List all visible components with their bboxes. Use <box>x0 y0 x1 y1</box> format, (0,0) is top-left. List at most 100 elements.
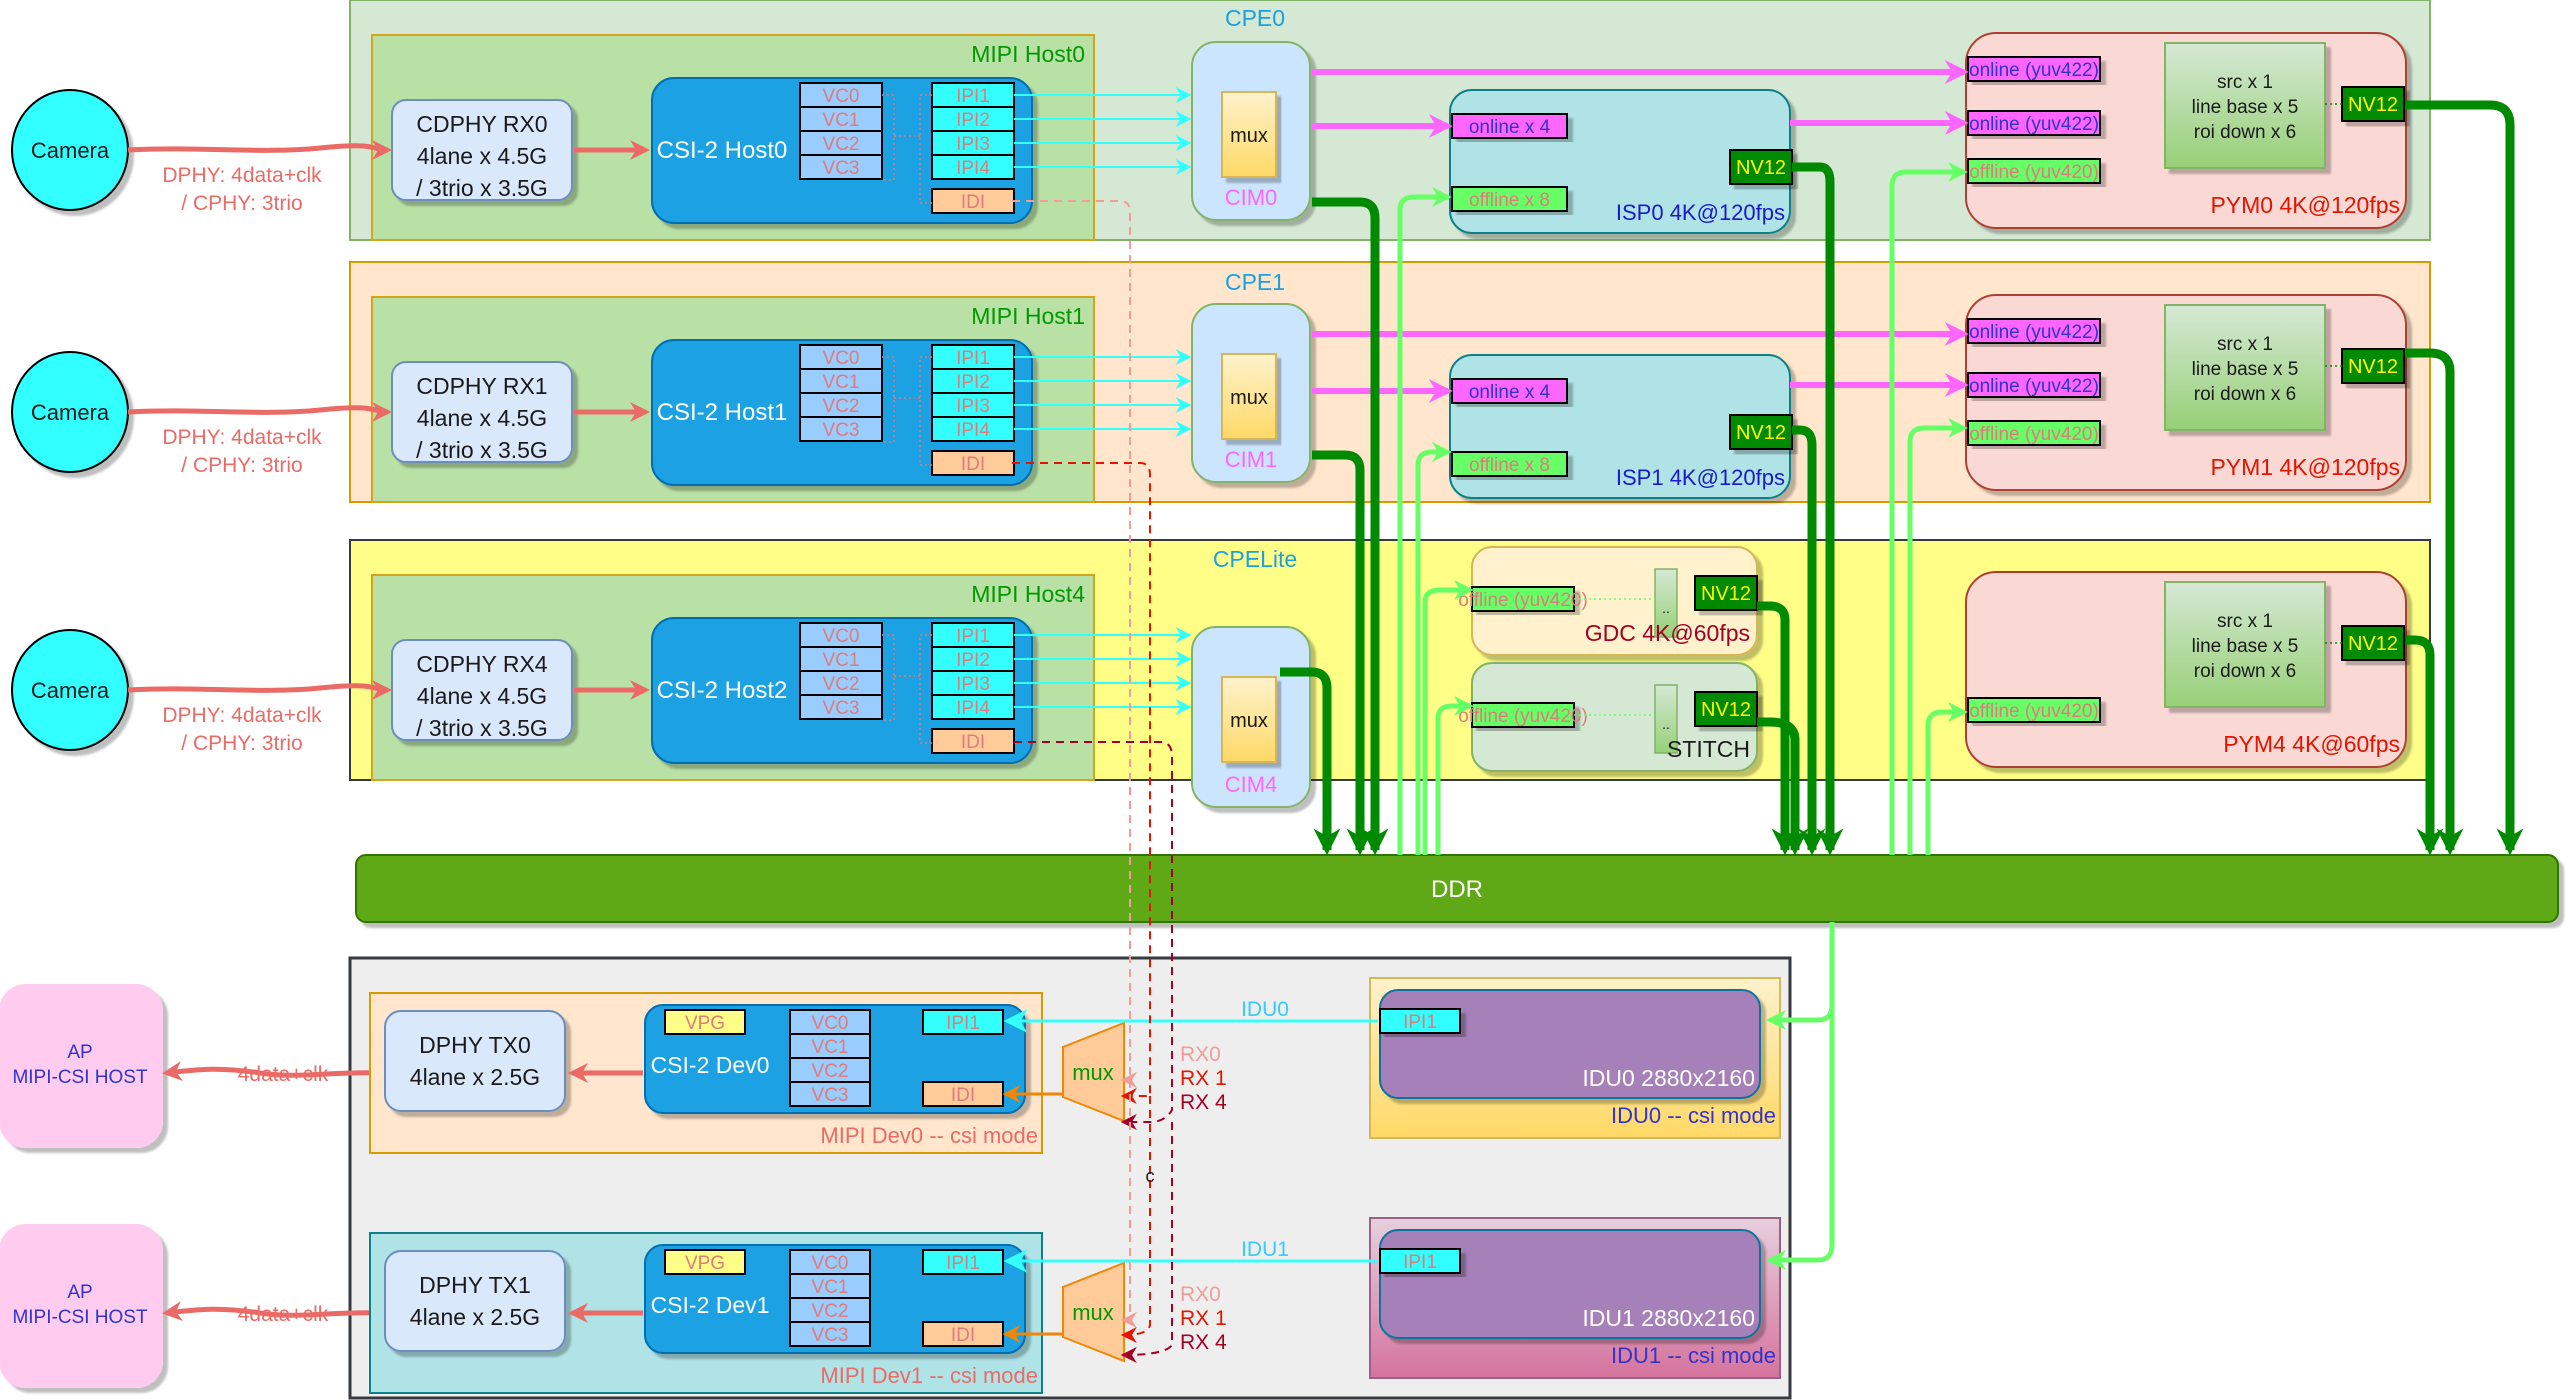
nv12-label: NV12 <box>2348 633 2398 655</box>
link-label: DPHY: 4data+clk <box>162 426 322 449</box>
tx-link-label: 4data+clk <box>238 1063 329 1086</box>
vc-port <box>799 694 883 720</box>
vc-label: VC1 <box>823 110 860 131</box>
cim-mux <box>1221 676 1277 763</box>
cim-label: CIM4 <box>1225 772 1278 797</box>
pym-core-text: roi down x 6 <box>2194 122 2296 143</box>
vpg-port <box>664 1249 746 1275</box>
isp-offline-port <box>1451 186 1568 212</box>
mipi-host-label: MIPI Host1 <box>971 303 1085 329</box>
rx-label: RX 4 <box>1180 1091 1227 1114</box>
pym-online-port-label: online (yuv422) <box>1969 60 2099 81</box>
ap-host-box[interactable] <box>0 1224 163 1388</box>
gdc-offline-port-label: offline (yuv420) <box>1458 590 1588 611</box>
idu-block[interactable] <box>1379 1229 1761 1339</box>
cim1-to-ddr <box>1312 450 1374 856</box>
vc-port <box>799 106 883 132</box>
vc-port <box>789 1273 871 1299</box>
pym-online-port <box>1967 372 2101 398</box>
gdc-offline-port <box>1471 586 1575 612</box>
ddr-label: DDR <box>1431 876 1483 903</box>
nv12-output <box>2341 348 2405 384</box>
vc-label: VC0 <box>823 626 860 647</box>
pym-offline-port-label: offline (yuv420) <box>1969 162 2099 183</box>
ap-host-box[interactable] <box>0 984 163 1148</box>
camera-link-arrow <box>127 401 392 422</box>
pym-core <box>2164 304 2326 431</box>
vc-port <box>799 368 883 394</box>
vc-label: VC3 <box>823 420 860 441</box>
ddr-to-idu1 <box>1766 922 1835 1270</box>
nv12-output <box>1694 691 1758 727</box>
stitch-to-ddr <box>1757 717 1809 856</box>
pym-core-text: line base x 5 <box>2192 97 2299 118</box>
pym0-to-ddr <box>2406 100 2524 856</box>
cdphy-block[interactable] <box>391 639 573 741</box>
gdc-core-label: .. <box>1662 600 1670 616</box>
ipi-label: IPI3 <box>956 396 990 417</box>
camera-link-arrow <box>127 139 392 160</box>
isp-offline-port-label: offline x 8 <box>1469 455 1550 476</box>
vc-label: VC3 <box>823 158 860 179</box>
idi-label: IDI <box>951 1325 975 1346</box>
cdphy-block[interactable] <box>391 99 573 201</box>
pym-online-port-label: online (yuv422) <box>1969 114 2099 135</box>
vc-port <box>789 1321 871 1347</box>
pym4-to-ddr <box>2406 635 2444 856</box>
dphy-tx-text: DPHY TX0 <box>419 1032 531 1058</box>
csi2-host-label: CSI-2 Host1 <box>657 399 788 426</box>
mux-label: mux <box>1230 387 1268 409</box>
cdphy-text: 4lane x 4.5G <box>417 683 547 709</box>
ipi-label: IPI1 <box>946 1013 980 1034</box>
tx-link-arrow <box>162 1061 386 1082</box>
dphy-tx-block[interactable] <box>384 1010 566 1112</box>
pym-label: PYM1 4K@120fps <box>2210 454 2400 480</box>
vc-label: VC3 <box>812 1085 849 1106</box>
stitch-label: STITCH <box>1667 736 1750 762</box>
idu-link-label: IDU0 <box>1241 998 1289 1021</box>
pym-core <box>2164 42 2326 169</box>
ipi-label: IPI1 <box>956 626 990 647</box>
vc-ipi-mapping <box>882 94 932 204</box>
gdc-to-ddr <box>1757 601 1799 856</box>
stitch-core <box>1654 684 1678 754</box>
stitch-core-label: .. <box>1662 716 1670 732</box>
nv12-label: NV12 <box>1701 583 1751 605</box>
dphy-tx-block[interactable] <box>384 1250 566 1352</box>
cdphy-text: / 3trio x 3.5G <box>416 715 548 741</box>
cim-mux <box>1221 353 1277 440</box>
vc-port <box>789 1249 871 1275</box>
idu-link-label: IDU1 <box>1241 1238 1289 1261</box>
vc-label: VC2 <box>812 1301 849 1322</box>
vc-port <box>789 1081 871 1107</box>
idi-rx4-to-dev0 <box>1014 741 1173 1130</box>
idi-rx1-to-dev0 <box>1012 462 1151 1104</box>
idi-rx0-to-dev1 <box>1120 1080 1137 1328</box>
idi-label: IDI <box>961 454 985 475</box>
vc-ipi-mapping <box>882 634 932 744</box>
pym-offline-port <box>1967 697 2101 723</box>
link-label: DPHY: 4data+clk <box>162 704 322 727</box>
ipi-label: IPI1 <box>956 86 990 107</box>
link-label: DPHY: 4data+clk <box>162 164 322 187</box>
vc-ipi-mapping <box>882 356 932 466</box>
cdphy-block[interactable] <box>391 361 573 463</box>
pym-offline-port-label: offline (yuv420) <box>1969 424 2099 445</box>
pym-core-text: line base x 5 <box>2192 636 2299 657</box>
csi2-host-label: CSI-2 Host2 <box>657 677 788 704</box>
ddr-bus: DDR <box>355 854 2559 923</box>
pym-core-text: src x 1 <box>2217 611 2273 632</box>
ipi-port <box>922 1249 1004 1275</box>
ddr-to-stitch <box>1435 696 1474 855</box>
mux-label: mux <box>1230 125 1268 147</box>
vc-label: VC3 <box>812 1325 849 1346</box>
idu-block[interactable] <box>1379 989 1761 1099</box>
